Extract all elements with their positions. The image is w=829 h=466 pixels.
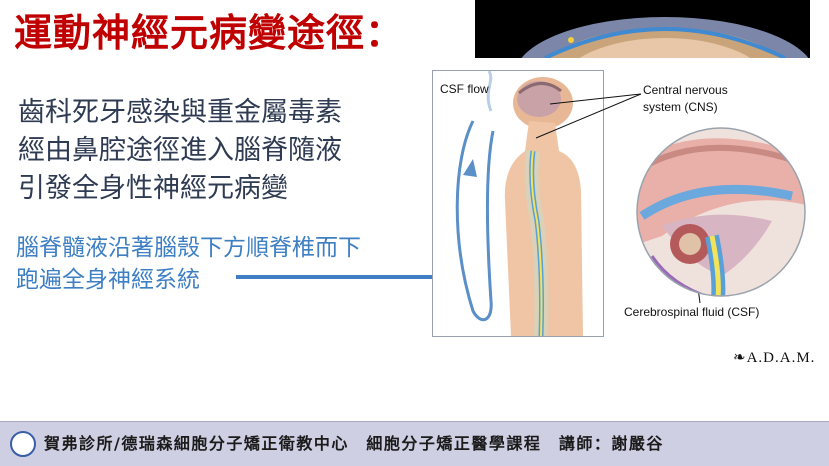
csf-label: Cerebrospinal fluid (CSF) <box>624 305 760 319</box>
highlight-text: 腦脊髓液沿著腦殼下方順脊椎而下 跑遍全身神經系統 <box>16 232 361 296</box>
spine-illustration <box>432 70 604 337</box>
highlight-line: 跑遍全身神經系統 <box>16 267 200 293</box>
leaf-icon: ❧ <box>733 350 747 366</box>
adam-logo: ❧A.D.A.M. <box>733 348 815 367</box>
cns-label-line: system (CNS) <box>643 100 718 114</box>
slide-title: 運動神經元病變途徑： <box>14 11 405 55</box>
brain-cross-section <box>632 126 810 298</box>
footer-bar: 賀弗診所/德瑞森細胞分子矯正衛教中心 細胞分子矯正醫學課程 講師：謝嚴谷 <box>0 421 829 466</box>
body-line: 齒科死牙感染與重金屬毒素 <box>18 97 342 128</box>
clinic-seal-icon <box>10 431 36 457</box>
adam-logo-text: A.D.A.M. <box>746 350 816 366</box>
body-line: 引發全身性神經元病變 <box>18 173 288 204</box>
body-line: 經由鼻腔途徑進入腦脊隨液 <box>18 135 342 166</box>
header-brain-photo <box>475 0 810 58</box>
body-text: 齒科死牙感染與重金屬毒素 經由鼻腔途徑進入腦脊隨液 引發全身性神經元病變 <box>18 94 342 208</box>
cns-label: Central nervous system (CNS) <box>643 82 728 116</box>
cns-label-line: Central nervous <box>643 83 728 97</box>
footer-text: 賀弗診所/德瑞森細胞分子矯正衛教中心 細胞分子矯正醫學課程 講師：謝嚴谷 <box>44 434 664 453</box>
csf-flow-label: CSF flow <box>440 82 489 96</box>
highlight-line: 腦脊髓液沿著腦殼下方順脊椎而下 <box>16 235 361 261</box>
